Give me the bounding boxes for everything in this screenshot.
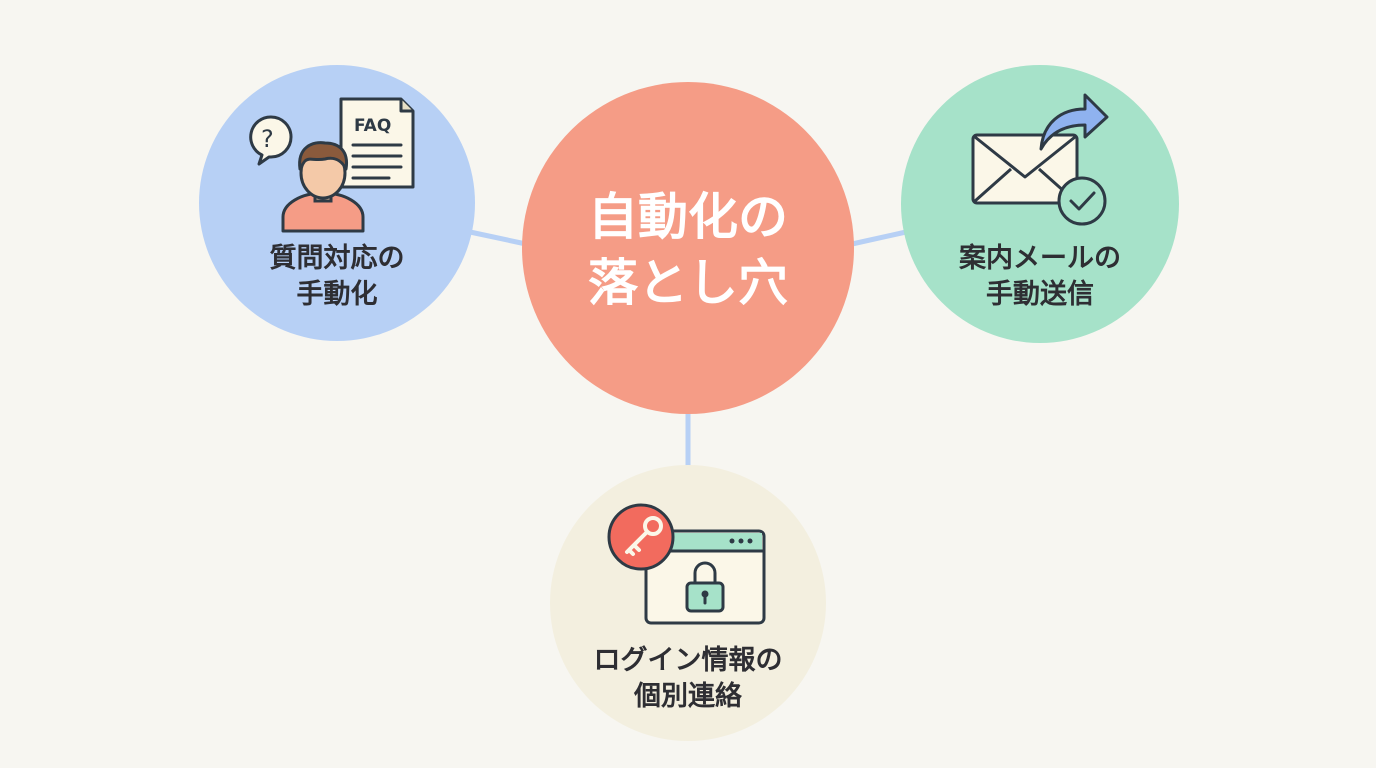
- left-node-label-line2: 手動化: [296, 279, 378, 310]
- send-arrow-icon: [1039, 93, 1109, 151]
- connector-right: [849, 229, 909, 247]
- question-mark: ?: [261, 125, 274, 153]
- browser-window-icon: [644, 529, 766, 625]
- bottom-node-label-line1: ログイン情報の: [593, 645, 783, 676]
- bottom-node-label-line2: 個別連絡: [634, 681, 742, 712]
- question-bubble-icon: ?: [249, 115, 293, 166]
- check-circle-icon: [1057, 176, 1107, 226]
- center-node: 自動化の 落とし穴: [522, 82, 854, 414]
- left-node-label: 質問対応の 手動化: [199, 241, 475, 313]
- bottom-node-illustration: [607, 503, 766, 625]
- left-node-manual-faq: FAQ ? 質問対応の 手動化: [199, 65, 475, 341]
- envelope-icon: [971, 133, 1079, 205]
- left-node-label-line1: 質問対応の: [269, 243, 405, 274]
- faq-text: FAQ: [354, 116, 391, 136]
- left-node-illustration: FAQ ?: [249, 97, 415, 233]
- center-title-line1: 自動化の: [588, 188, 788, 246]
- person-icon: [281, 141, 365, 233]
- faq-document-icon: FAQ: [339, 97, 415, 189]
- bottom-node-login-info: ログイン情報の 個別連絡: [550, 465, 826, 741]
- key-icon: [607, 503, 675, 571]
- padlock-icon: [685, 561, 725, 613]
- connector-left: [467, 229, 529, 247]
- right-node-label-line1: 案内メールの: [959, 243, 1121, 274]
- right-node-label: 案内メールの 手動送信: [901, 241, 1179, 313]
- right-node-manual-email: 案内メールの 手動送信: [901, 65, 1179, 343]
- center-title: 自動化の 落とし穴: [588, 184, 788, 316]
- right-node-illustration: [971, 93, 1109, 226]
- right-node-label-line2: 手動送信: [986, 279, 1094, 310]
- center-title-line2: 落とし穴: [588, 254, 788, 312]
- bottom-node-label: ログイン情報の 個別連絡: [550, 643, 826, 715]
